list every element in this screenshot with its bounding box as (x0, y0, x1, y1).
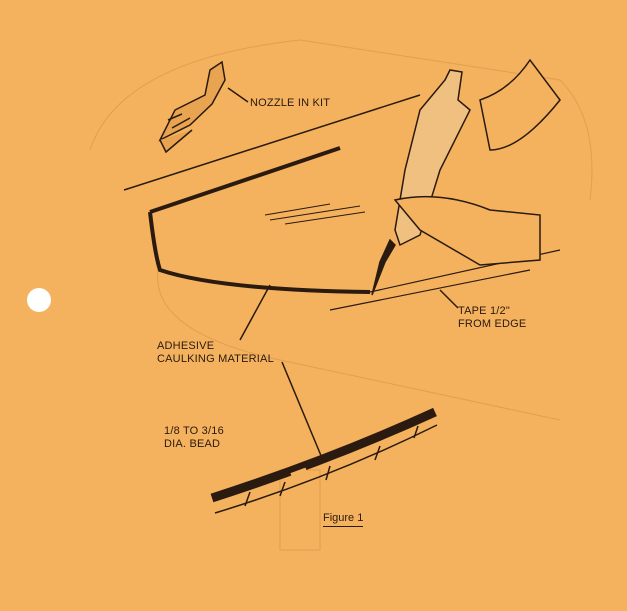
bead-label: 1/8 TO 3/16 DIA. BEAD (164, 425, 224, 451)
windshield-top-edge (123, 94, 421, 191)
adhesive-label-line2: CAULKING MATERIAL (157, 353, 274, 365)
glass-reflection-lines (264, 203, 366, 225)
caulking-gun (371, 58, 561, 296)
adhesive-label: ADHESIVE CAULKING MATERIAL (157, 340, 274, 366)
tape-label-line2: FROM EDGE (458, 318, 527, 330)
adhesive-label-line1: ADHESIVE (157, 340, 215, 352)
figure-caption: Figure 1 (323, 512, 364, 527)
nozzle-label: NOZZLE IN KIT (250, 97, 331, 109)
bead-cross-section (210, 407, 438, 514)
nozzle-leader-line (227, 87, 249, 103)
adhesive-leader-line (239, 284, 271, 341)
nozzle-drawing (158, 60, 226, 154)
tape-label: TAPE 1/2" FROM EDGE (458, 305, 526, 331)
bead-leader-line (281, 361, 323, 459)
bead-label-line1: 1/8 TO 3/16 (164, 425, 224, 437)
tape-leader-line (439, 289, 459, 309)
binder-hole (27, 288, 51, 312)
tape-label-line1: TAPE 1/2" (458, 305, 510, 317)
bead-label-line2: DIA. BEAD (164, 438, 221, 450)
caulking-bead (148, 146, 371, 294)
bleed-through-lines (89, 39, 593, 551)
